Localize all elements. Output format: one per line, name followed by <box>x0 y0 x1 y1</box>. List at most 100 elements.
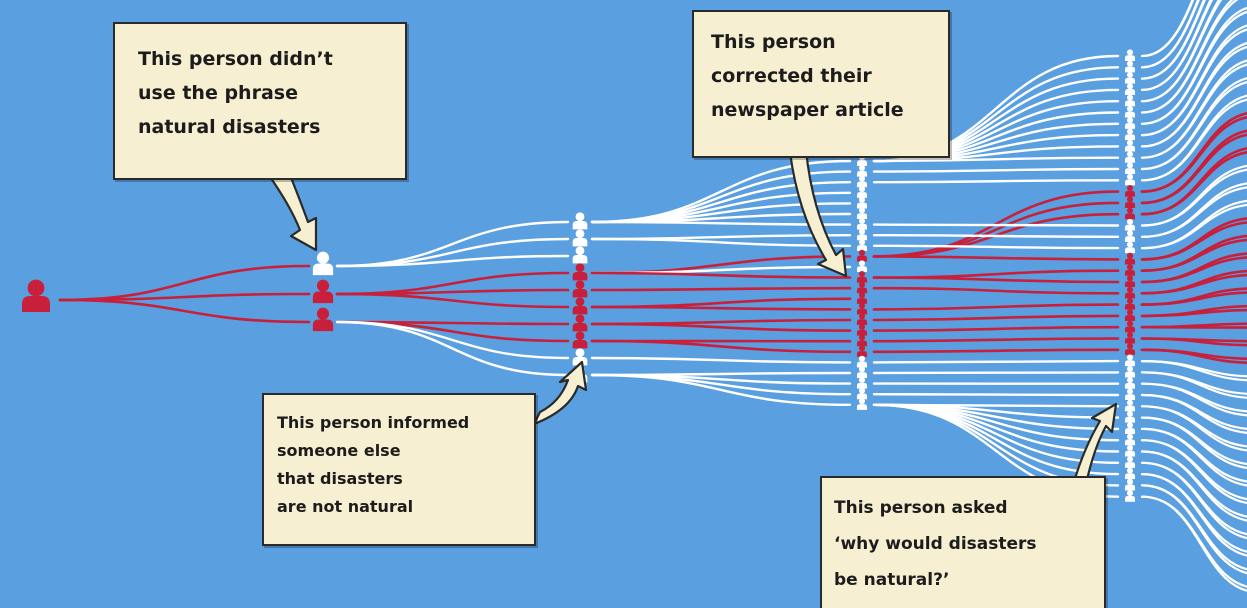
red-person-icon <box>1124 207 1136 220</box>
white-person-icon <box>1124 49 1136 62</box>
red-person-icon <box>572 331 588 349</box>
arrow-layer <box>266 148 1118 486</box>
red-person-icon <box>856 281 868 294</box>
white-person-icon <box>572 229 588 247</box>
white-connection-line <box>1140 439 1247 505</box>
white-connection-line <box>1140 28 1247 137</box>
white-connection-line <box>590 373 852 396</box>
red-connection-line <box>1140 150 1247 216</box>
callout-informed-someone: This person informed someone else that d… <box>262 393 536 546</box>
white-connection-line <box>1140 81 1247 171</box>
red-person-icon <box>1124 343 1136 355</box>
white-connection-line <box>1140 405 1247 452</box>
white-person-icon <box>1124 162 1136 175</box>
red-person-icon <box>856 313 868 326</box>
red-person-icon <box>312 307 334 332</box>
callout-line: newspaper article <box>711 99 904 121</box>
white-connection-line <box>1140 473 1247 557</box>
white-connection-line <box>590 373 852 406</box>
red-connection-line <box>872 276 1120 284</box>
callout-did-not-use-phrase: This person didn’t use the phrase natura… <box>113 22 407 180</box>
white-person-icon <box>312 251 334 276</box>
red-person-icon <box>856 323 868 336</box>
red-person-icon <box>1124 264 1136 276</box>
white-person-icon <box>856 376 868 389</box>
red-connection-line <box>58 298 311 324</box>
white-person-icon <box>856 196 868 209</box>
white-person-icon <box>1124 444 1136 457</box>
white-connection-line <box>872 371 1120 375</box>
red-connection-line <box>872 314 1120 322</box>
white-person-icon <box>1124 218 1136 231</box>
white-connection-line <box>1140 495 1247 592</box>
white-connection-line <box>1140 63 1247 159</box>
white-person-icon <box>856 239 868 251</box>
white-connection-line <box>872 156 1120 163</box>
white-person-icon <box>1124 410 1136 423</box>
white-connection-line <box>872 234 1120 238</box>
red-connection-line <box>590 286 852 292</box>
callout-line: This person didn’t <box>138 48 333 70</box>
red-connection-line <box>58 292 311 302</box>
callout-corrected-article: This person corrected their newspaper ar… <box>692 10 950 158</box>
white-person-icon <box>1124 71 1136 84</box>
white-person-icon <box>1124 94 1136 107</box>
callout-line: This person asked <box>834 498 1008 518</box>
white-person-icon <box>856 366 868 379</box>
red-person-icon <box>312 279 334 304</box>
white-connection-line <box>872 179 1120 184</box>
white-connection-line <box>1140 10 1247 125</box>
arrow-icon <box>532 360 588 426</box>
white-person-icon <box>856 387 868 400</box>
red-connection-line <box>1140 234 1247 272</box>
callout-asked-why: This person asked ‘why would disasters b… <box>820 476 1106 608</box>
white-person-icon <box>1124 83 1136 95</box>
white-person-icon <box>1124 139 1136 152</box>
white-person-icon <box>1124 128 1136 141</box>
white-connection-line <box>1140 168 1247 227</box>
white-connection-line <box>872 244 1120 250</box>
white-person-icon <box>1124 173 1136 186</box>
red-connection-line <box>872 286 1120 295</box>
white-connection-line <box>1140 360 1247 382</box>
red-person-icon <box>856 249 868 262</box>
white-connection-line <box>335 320 570 377</box>
white-connection-line <box>1140 427 1247 487</box>
red-connection-line <box>1140 133 1247 205</box>
connection-layer <box>58 0 1247 592</box>
white-person-icon <box>1124 456 1136 468</box>
red-connection-line <box>590 305 852 311</box>
white-connection-line <box>872 167 1120 173</box>
white-person-icon <box>856 186 868 198</box>
red-person-icon <box>856 334 868 347</box>
callout-line: are not natural <box>277 497 414 516</box>
white-connection-line <box>1140 0 1214 91</box>
white-person-icon <box>572 212 588 230</box>
white-person-icon <box>1124 490 1136 502</box>
white-person-icon <box>1124 230 1136 242</box>
red-person-icon <box>22 279 50 312</box>
arrow-icon <box>1072 402 1118 486</box>
red-person-icon <box>1124 196 1136 208</box>
white-connection-line <box>335 220 570 268</box>
red-person-icon <box>856 345 868 357</box>
red-person-icon <box>1124 297 1136 310</box>
white-connection-line <box>1140 0 1223 103</box>
white-connection-line <box>1140 382 1247 417</box>
white-connection-line <box>1140 0 1207 80</box>
red-person-icon <box>1124 309 1136 321</box>
white-person-icon <box>1124 377 1136 389</box>
white-connection-line <box>1140 186 1247 238</box>
white-connection-line <box>1140 484 1247 575</box>
white-person-icon <box>1124 354 1136 367</box>
white-person-icon <box>1124 478 1136 491</box>
red-person-icon <box>572 263 588 281</box>
white-connection-line <box>872 223 1120 227</box>
white-person-icon <box>1124 241 1136 254</box>
white-person-icon <box>572 348 588 366</box>
white-connection-line <box>1140 98 1247 182</box>
white-person-icon <box>856 260 868 273</box>
red-connection-line <box>1140 238 1247 272</box>
